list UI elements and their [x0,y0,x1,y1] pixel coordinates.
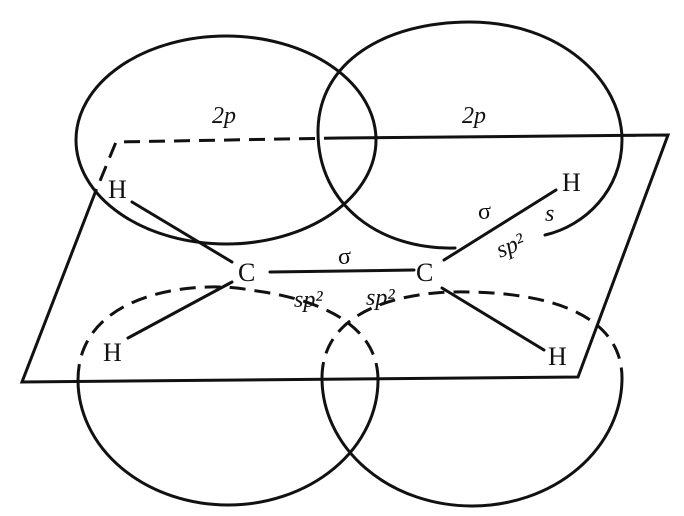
bond-c-c [268,268,416,274]
hydrogen-bottom-left: H [103,338,122,367]
molecular-plane [19,133,671,384]
p-lobe-bottom-right [320,376,624,508]
p-lobe-bottom-right-hidden [320,290,624,379]
hydrogen-bottom-right: H [548,342,567,371]
p-lobe-bottom-left-hidden [76,285,380,381]
carbon-right: C [416,258,433,287]
label-s: s [545,201,554,227]
bond-c-h-top-right [442,188,558,262]
label-sp2-right: sp² [493,228,530,263]
bond-c-h-bottom-left [126,280,234,340]
molecular-plane-hidden-edge [93,136,341,194]
label-sigma-ch: σ [478,199,491,225]
label-sp2-left: sp² [294,287,323,313]
bond-c-h-top-left [130,200,234,264]
label-2p-left: 2p [212,103,236,129]
hydrogen-top-right: H [562,168,581,197]
p-lobe-bottom-left [76,378,380,507]
bond-c-h-bottom-right [440,286,546,352]
p-lobe-top-right [316,20,624,250]
label-sigma-cc: σ [338,244,351,270]
p-lobe-top-left [74,34,378,246]
label-sp2-center: sp² [366,285,395,311]
carbon-left: C [238,258,255,287]
hydrogen-top-left: H [108,175,127,204]
label-2p-right: 2p [462,103,486,129]
